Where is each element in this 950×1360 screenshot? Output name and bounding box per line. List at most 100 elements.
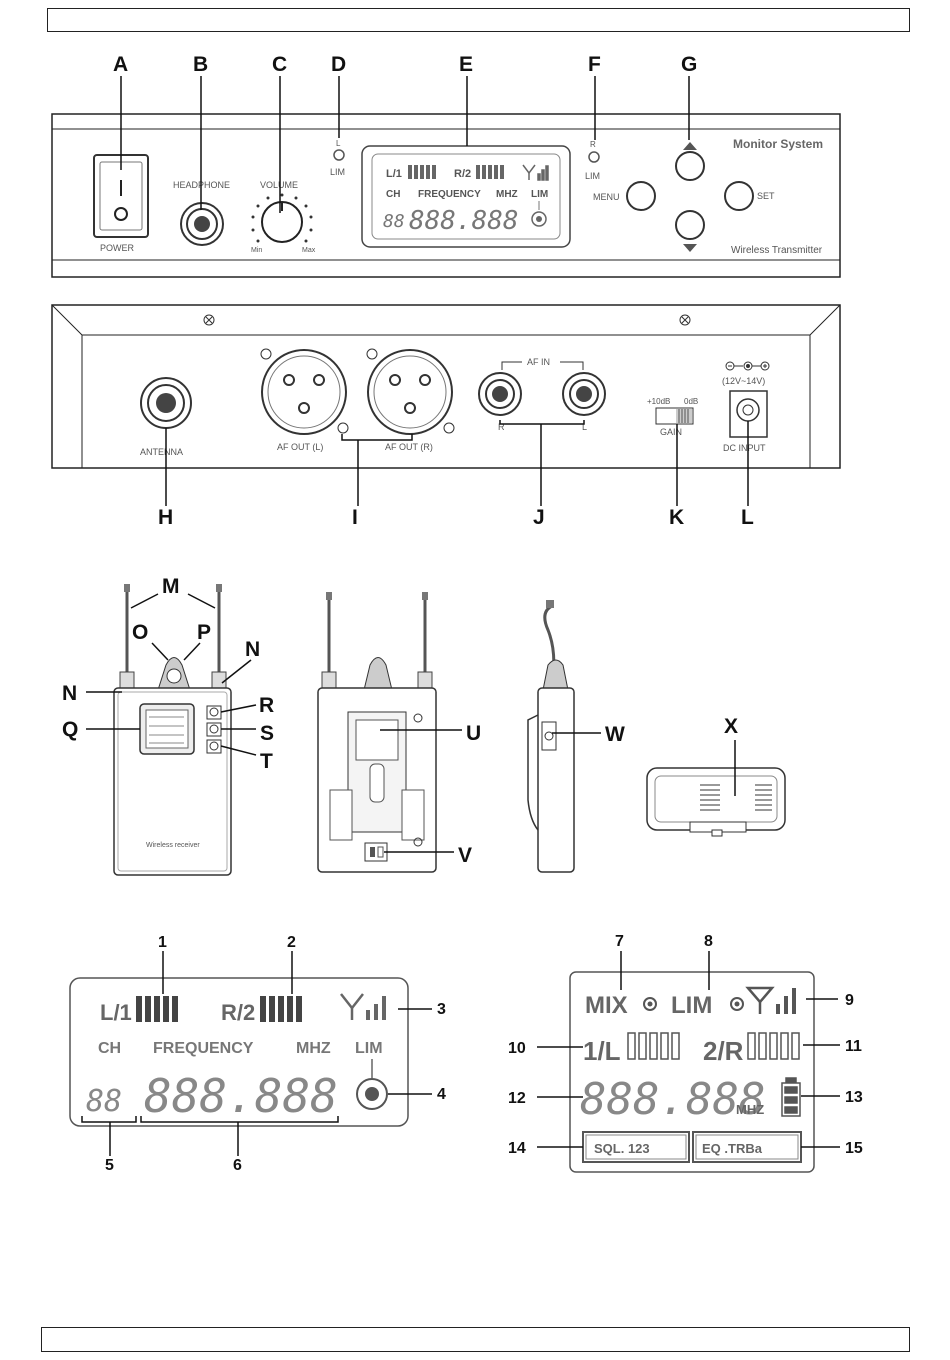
receiver-rear-view [317,592,437,873]
number-12: 12 [508,1090,526,1107]
monitor-system-title: Monitor System [733,137,823,151]
callout-k: K [669,506,684,529]
lim-l-label: LIM [330,167,345,177]
volume-knob [251,193,313,243]
callout-h: H [158,506,173,529]
lim-l-top-label: L [336,139,341,148]
callout-m: M [162,575,180,598]
rx-lcd-detail: MIX LIM 1/L 2/R 888.888 MHZ SQL. 123 EQ … [569,971,815,1173]
front-lcd-signal-icon [522,164,549,181]
volume-min-label: Min [251,247,262,254]
front-lcd-ch-digits: 88 [383,211,405,232]
af-in-label: AF IN [527,357,550,367]
footer-box [41,1327,910,1352]
tx-lcd-ch-digits: 88 [86,1084,122,1119]
rx-lcd-signal-icon [745,986,775,1014]
callout-i: I [352,506,358,529]
menu-label: MENU [593,192,620,202]
antenna-connector [140,377,192,429]
tx-lcd-signal-icon [340,993,364,1020]
front-lcd-r2: R/2 [454,168,471,180]
tx-lcd-frequency: FREQUENCY [153,1040,254,1057]
number-11: 11 [845,1038,862,1055]
down-button [675,210,705,240]
af-out-right-label: AF OUT (R) [385,442,433,452]
receiver-front-view: Wireless receiver [113,584,232,876]
rx-lcd-1l: 1/L [583,1036,621,1066]
af-out-left-label: AF OUT (L) [277,442,323,452]
rear-callouts: H I J K L [158,420,754,529]
callout-x: X [724,715,738,738]
gain-switch [655,407,694,425]
number-3: 3 [437,1001,446,1018]
tx-lcd-l1: L/1 [100,1000,132,1025]
number-7: 7 [615,933,624,950]
dc-voltage-label: (12V~14V) [722,376,765,386]
dc-input-jack [729,390,768,438]
callout-a: A [113,53,128,76]
up-button [675,151,705,181]
callout-o: O [132,621,148,644]
tx-lcd-r2: R/2 [221,1000,255,1025]
gain-plus-label: +10dB [647,397,670,406]
lim-r-led [588,151,600,163]
callout-q: Q [62,718,78,741]
front-panel: POWER HEADPHONE VOLUME Min Max L LIM [51,113,841,278]
callout-u: U [466,722,481,745]
front-lcd: L/1 R/2 CH FREQUENCY MHZ LIM 88 888.888 [361,145,571,248]
antenna-label: ANTENNA [140,447,183,457]
number-1: 1 [158,934,167,951]
rx-lcd-eq: EQ .TRBa [702,1141,763,1156]
wireless-transmitter-title: Wireless Transmitter [731,245,823,256]
callout-v: V [458,844,472,867]
dc-input-label: DC INPUT [723,443,766,453]
xlr-out-right [366,348,455,435]
rx-lcd-mix: MIX [585,992,628,1019]
rx-lcd-2r: 2/R [703,1036,744,1066]
receiver-side-view [527,600,575,873]
front-lcd-mhz: MHZ [496,189,518,200]
callout-s: S [260,722,274,745]
volume-label: VOLUME [260,180,298,190]
number-10: 10 [508,1040,526,1057]
front-lcd-ch: CH [386,189,400,200]
rx-lcd-lim: LIM [671,992,712,1019]
af-in-l-label: L [582,422,587,432]
callout-t: T [260,750,273,773]
callout-c: C [272,53,287,76]
front-lcd-lim: LIM [531,189,548,200]
callout-g: G [681,53,697,76]
tx-lcd-callouts: 1 2 3 4 5 6 [81,934,446,1174]
callout-d: D [331,53,346,76]
headphone-jack [180,202,224,246]
set-label: SET [757,191,775,201]
number-6: 6 [233,1157,242,1174]
header-box [47,8,910,32]
callout-w: W [605,723,625,746]
tx-lcd-detail: L/1 R/2 CH FREQUENCY MHZ LIM 88 888.888 [69,977,409,1127]
receiver-callouts: M O P N N R Q S T [62,575,274,773]
lim-r-top-label: R [590,140,596,149]
front-lcd-freq-digits: 888.888 [409,206,519,236]
callout-l: L [741,506,754,529]
tx-lcd-ch: CH [98,1040,121,1057]
xlr-out-left [260,348,349,435]
menu-button [626,181,656,211]
up-arrow-icon [683,142,697,150]
number-15: 15 [845,1140,863,1157]
front-lcd-freq: FREQUENCY [418,189,481,200]
tx-lcd-lim: LIM [355,1040,383,1057]
af-in-left-jack [562,372,606,416]
set-button [724,181,754,211]
dc-polarity-icon [725,361,770,371]
number-14: 14 [508,1140,526,1157]
volume-max-label: Max [302,247,316,254]
rx-lcd-freq-digits: 888.888 [580,1074,765,1125]
rear-panel: ANTENNA AF OUT (L) AF OUT (R) AF IN [51,304,841,469]
callout-b: B [193,53,208,76]
number-4: 4 [437,1086,446,1103]
number-13: 13 [845,1089,863,1106]
front-lcd-l1: L/1 [386,168,402,180]
tx-lcd-freq-digits: 888.888 [144,1069,338,1123]
